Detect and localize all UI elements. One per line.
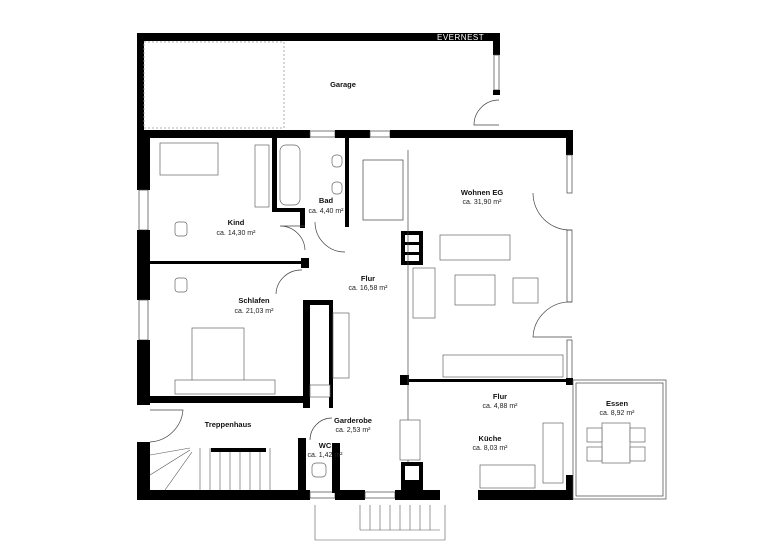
furniture [159,142,646,489]
garage: EVERNEST [137,33,500,130]
room-area-schlafen: ca. 21,03 m² [235,308,275,315]
room-name-flur-2: Flur [493,392,507,401]
room-area-wohnen: ca. 31,90 m² [463,199,503,206]
room-name-schlafen: Schlafen [238,296,270,305]
room-area-flur-2: ca. 4,88 m² [482,403,518,410]
room-name-essen: Essen [606,399,629,408]
room-area-garderobe: ca. 2,53 m² [335,427,371,434]
room-name-wohnen: Wohnen EG [461,188,504,197]
room-labels: Garage Kind ca. 14,30 m² Bad ca. 4,40 m²… [205,80,636,459]
room-name-kind: Kind [228,218,245,227]
room-name-treppenhaus: Treppenhaus [205,420,252,429]
room-name-garderobe: Garderobe [334,416,372,425]
room-name-kueche: Küche [479,434,502,443]
room-area-flur: ca. 16,58 m² [349,285,389,292]
room-area-kind: ca. 14,30 m² [217,230,257,237]
room-name-bad: Bad [319,196,334,205]
room-area-kueche: ca. 8,03 m² [472,445,508,452]
logo: EVERNEST [437,33,484,42]
room-name-garage: Garage [330,80,356,89]
room-name-flur: Flur [361,274,375,283]
room-name-wc: WC [319,441,332,450]
room-area-wc: ca. 1,42 m² [307,452,343,459]
walls [137,130,667,541]
room-area-essen: ca. 8,92 m² [599,410,635,417]
room-area-bad: ca. 4,40 m² [308,208,344,215]
